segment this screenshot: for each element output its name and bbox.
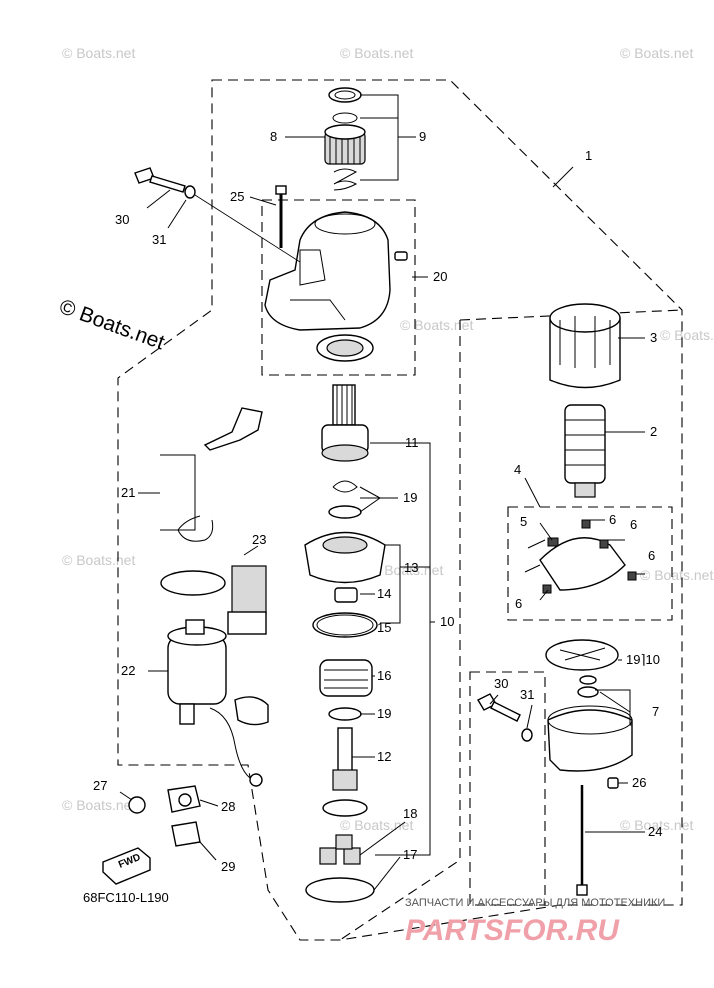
callout-25: 25 xyxy=(230,189,244,204)
watermark-large: © Boats.net xyxy=(56,295,167,354)
callout-23: 23 xyxy=(252,532,266,547)
callout-18: 18 xyxy=(403,806,417,821)
callout-26: 26 xyxy=(632,775,646,790)
callout-labels: 1 3 2 4 5 6 6 6 6 19⌉10 7 26 24 30 31 8 … xyxy=(93,129,662,874)
callout-12: 12 xyxy=(377,749,391,764)
callout-22: 22 xyxy=(121,663,135,678)
callout-31: 31 xyxy=(152,232,166,247)
callout-30: 30 xyxy=(494,676,508,691)
callout-7: 7 xyxy=(652,704,659,719)
callout-21: 21 xyxy=(121,485,135,500)
callout-31: 31 xyxy=(520,687,534,702)
callout-20: 20 xyxy=(433,269,447,284)
callout-4: 4 xyxy=(514,462,521,477)
shop-logo: PARTSFOR.RU xyxy=(405,914,620,947)
watermark: © Boats.net xyxy=(62,552,135,568)
callout-5: 5 xyxy=(520,514,527,529)
callout-10: 10 xyxy=(440,614,454,629)
leader-lines xyxy=(119,94,645,891)
diagram-code: 68FC110-L190 xyxy=(83,890,169,905)
shop-watermark: ЗАПЧАСТИ И АКСЕССУАРЫ ДЛЯ МОТОТЕХНИКИ PA… xyxy=(405,897,665,947)
watermark: © Boats.net xyxy=(400,317,473,333)
callout-9: 9 xyxy=(419,129,426,144)
callout-1: 1 xyxy=(585,148,592,163)
callout-14: 14 xyxy=(377,586,391,601)
parts: FWD xyxy=(102,87,637,903)
watermark: © Boats.net xyxy=(62,797,135,813)
callout-13: 13 xyxy=(404,560,418,575)
watermark: © Boats.net xyxy=(640,567,713,583)
callout-2: 2 xyxy=(650,424,657,439)
callout-19-10: 19⌉10 xyxy=(626,652,660,667)
callout-17: 17 xyxy=(403,847,417,862)
callout-3: 3 xyxy=(650,330,657,345)
callout-19: 19 xyxy=(403,490,417,505)
callout-19: 19 xyxy=(377,706,391,721)
callout-6: 6 xyxy=(515,596,522,611)
callout-28: 28 xyxy=(221,799,235,814)
watermark: © Boats.net xyxy=(62,45,135,61)
callout-11: 11 xyxy=(405,435,419,450)
callout-6: 6 xyxy=(648,548,655,563)
callout-27: 27 xyxy=(93,778,107,793)
watermark: © Boats.net xyxy=(620,817,693,833)
assembly-outline xyxy=(117,79,683,941)
shop-tagline: ЗАПЧАСТИ И АКСЕССУАРЫ ДЛЯ МОТОТЕХНИКИ xyxy=(405,897,665,909)
callout-16: 16 xyxy=(377,668,391,683)
callout-8: 8 xyxy=(270,129,277,144)
callout-29: 29 xyxy=(221,859,235,874)
callout-6: 6 xyxy=(609,512,616,527)
callout-15: 15 xyxy=(377,620,391,635)
watermark: © Boats.net xyxy=(370,562,443,578)
callout-6: 6 xyxy=(630,517,637,532)
watermark: © Boats.net xyxy=(340,45,413,61)
callout-30: 30 xyxy=(115,212,129,227)
watermark: © Boats.net xyxy=(660,327,714,343)
watermark: © Boats.net xyxy=(620,45,693,61)
callout-24: 24 xyxy=(648,824,662,839)
